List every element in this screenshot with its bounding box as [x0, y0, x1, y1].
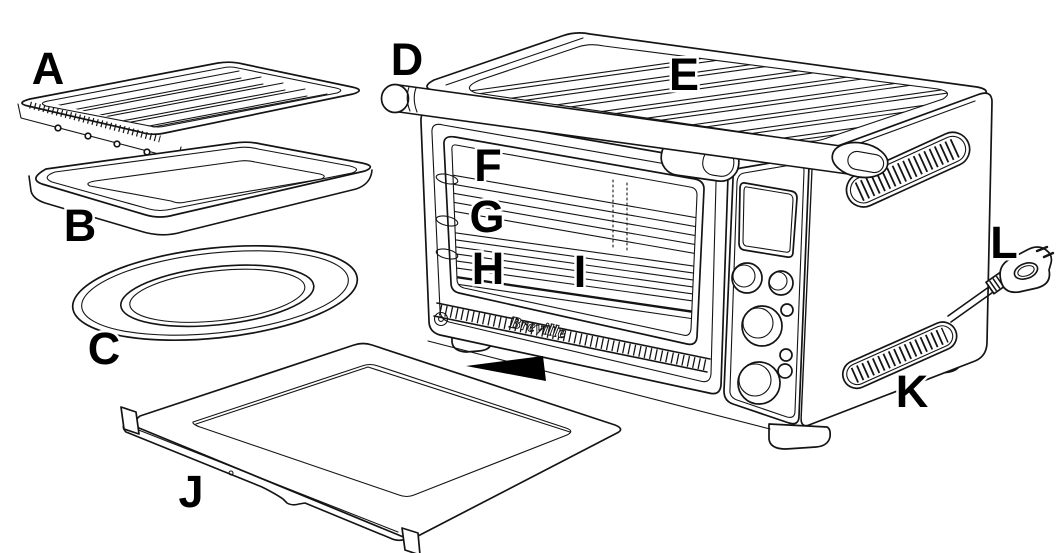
wire-rack-front-bar-edge	[451, 280, 697, 323]
tray-lip-detail	[228, 470, 234, 476]
handle-bar-fill	[399, 85, 848, 174]
label-wire-rack: I	[574, 246, 587, 297]
cord-lines	[947, 283, 997, 323]
broil-rack-rim-inner	[41, 66, 342, 128]
handle-left-cap	[380, 83, 410, 114]
handle-right-cap-face	[847, 150, 885, 174]
tray-back-fold	[195, 366, 571, 433]
label-rack-pos-middle: G	[469, 191, 504, 242]
door-bar-texture	[438, 304, 708, 371]
upper-dial	[741, 305, 783, 347]
wire-rack-front-bar	[451, 272, 697, 317]
lcd-display	[738, 182, 798, 258]
rack-support-middle	[435, 215, 459, 227]
baking-pan-rim-inner	[46, 146, 358, 212]
label-door-handle: D	[391, 34, 424, 85]
tray-floor	[192, 363, 572, 498]
tray-outline	[134, 342, 622, 539]
lower-dial-face	[738, 363, 772, 397]
broil-rack	[17, 61, 361, 160]
label-baking-pan: B	[64, 200, 97, 251]
oven-interior	[451, 171, 697, 323]
baking-pan-wall	[28, 169, 373, 236]
oven-door: Breville	[420, 111, 771, 430]
crumb-tray	[120, 342, 622, 553]
power-cord	[947, 245, 1055, 323]
insert-direction-arrow	[466, 356, 546, 381]
handle-left-cap-seam	[406, 86, 418, 113]
oven-top-edge-inner	[445, 37, 584, 86]
handle-right-cap	[831, 141, 889, 179]
front-right-foot	[768, 423, 832, 450]
door-window-inner	[451, 144, 698, 336]
oven: Breville	[380, 32, 993, 450]
rack-support-upper	[435, 173, 459, 185]
wire-rack-back-supports	[612, 179, 628, 254]
door-bottom-bar	[433, 302, 711, 373]
lcd-display-inner	[742, 186, 794, 253]
broil-rack-foot	[84, 132, 92, 140]
panel-button-bottom	[777, 363, 793, 379]
pizza-pan-base-inner	[129, 268, 306, 323]
label-rack-pos-upper: F	[474, 140, 502, 191]
label-oven-top: E	[669, 49, 699, 100]
label-rack-pos-lower: H	[472, 243, 505, 294]
label-power-cord: L	[990, 217, 1018, 268]
plug-body	[999, 246, 1053, 294]
baking-pan	[28, 141, 373, 236]
interior-back-wall-lines	[451, 171, 697, 258]
baking-pan-floor	[87, 160, 325, 204]
pizza-pan-rim-inner	[81, 250, 349, 336]
handle-bar	[398, 84, 849, 175]
lower-side-vent	[841, 321, 958, 390]
function-knob-face	[732, 264, 756, 288]
plug-face-ring	[1013, 262, 1039, 280]
pizza-pan-base	[119, 264, 315, 328]
door-window	[443, 135, 705, 346]
rack-support-lower	[435, 248, 459, 260]
door-base-line	[427, 340, 771, 430]
pizza-pan	[71, 244, 359, 342]
door-handle	[380, 83, 889, 179]
panel-button-middle	[779, 348, 793, 362]
wire-rack-rails	[451, 229, 697, 305]
door-hinge	[433, 311, 449, 327]
part-labels: A B C D E F G H I J K L	[29, 32, 1020, 520]
door-hinge-pin	[438, 316, 444, 322]
temperature-knob-face	[768, 271, 788, 291]
tray-front-lip-inner	[130, 426, 399, 533]
upper-side-vent	[845, 131, 971, 208]
oven-side	[800, 92, 993, 427]
label-broil-rack: A	[32, 43, 65, 94]
control-panel	[723, 156, 810, 425]
broil-rack-foot	[54, 124, 62, 132]
temperature-knob	[768, 270, 794, 296]
upper-dial-face	[742, 307, 774, 339]
label-pizza-pan: C	[88, 323, 121, 374]
broil-rack-foot	[113, 140, 121, 148]
tray-lip-right-cap	[401, 527, 421, 553]
label-crumb-tray: J	[178, 466, 203, 517]
plug-prongs	[1035, 245, 1055, 259]
tray-lip-left-cap	[120, 406, 140, 435]
label-side-vent: K	[896, 366, 929, 417]
baking-pan-rim	[35, 141, 372, 218]
panel-button-top	[780, 303, 794, 317]
